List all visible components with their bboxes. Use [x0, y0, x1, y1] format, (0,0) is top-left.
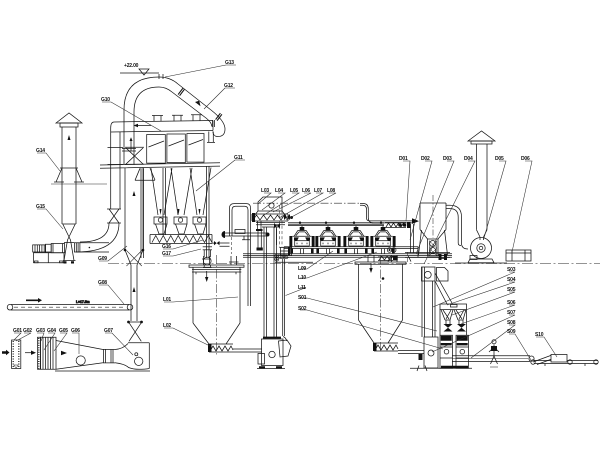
- svg-text:G05: G05: [59, 328, 68, 334]
- svg-text:D01: D01: [399, 156, 408, 162]
- svg-text:S09: S09: [507, 329, 516, 335]
- svg-text:L08: L08: [327, 188, 335, 194]
- svg-text:D06: D06: [521, 156, 530, 162]
- svg-text:L06: L06: [302, 188, 310, 194]
- svg-text:G03: G03: [36, 328, 45, 334]
- svg-text:L01: L01: [163, 297, 171, 303]
- svg-text:G09: G09: [98, 256, 107, 262]
- svg-text:S03: S03: [507, 267, 516, 273]
- svg-text:G12: G12: [224, 83, 233, 89]
- svg-text:G13: G13: [225, 60, 234, 66]
- svg-text:L04: L04: [275, 188, 283, 194]
- svg-text:G14: G14: [36, 148, 45, 154]
- svg-text:G11: G11: [234, 155, 243, 161]
- svg-text:G01: G01: [13, 328, 22, 334]
- svg-text:L09: L09: [298, 266, 306, 272]
- svg-text:L11: L11: [298, 285, 306, 291]
- svg-text:L07: L07: [314, 188, 322, 194]
- svg-text:D05: D05: [495, 156, 504, 162]
- svg-text:G16: G16: [162, 244, 171, 250]
- svg-text:D04: D04: [464, 156, 473, 162]
- svg-text:G15: G15: [36, 204, 45, 210]
- svg-text:S07: S07: [507, 310, 516, 316]
- svg-text:L05: L05: [290, 188, 298, 194]
- svg-text:G10: G10: [101, 97, 110, 103]
- svg-text:S08: S08: [507, 320, 516, 326]
- svg-text:L03: L03: [261, 188, 269, 194]
- svg-text:G04: G04: [47, 328, 56, 334]
- svg-text:L02: L02: [163, 323, 171, 329]
- svg-text:L=17.5m: L=17.5m: [76, 300, 90, 304]
- svg-text:G07: G07: [104, 328, 113, 334]
- svg-text:G08: G08: [98, 280, 107, 286]
- svg-text:S02: S02: [298, 306, 307, 312]
- svg-text:+22.00: +22.00: [124, 63, 139, 69]
- svg-text:D02: D02: [421, 156, 430, 162]
- svg-text:L10: L10: [298, 275, 306, 281]
- svg-text:G17: G17: [162, 251, 171, 257]
- svg-text:D03: D03: [443, 156, 452, 162]
- svg-text:S10: S10: [535, 332, 544, 338]
- svg-text:S05: S05: [507, 287, 516, 293]
- svg-text:S06: S06: [507, 300, 516, 306]
- svg-text:G02: G02: [23, 328, 32, 334]
- svg-text:S04: S04: [507, 277, 516, 283]
- svg-text:G06: G06: [71, 328, 80, 334]
- svg-text:S01: S01: [298, 295, 307, 301]
